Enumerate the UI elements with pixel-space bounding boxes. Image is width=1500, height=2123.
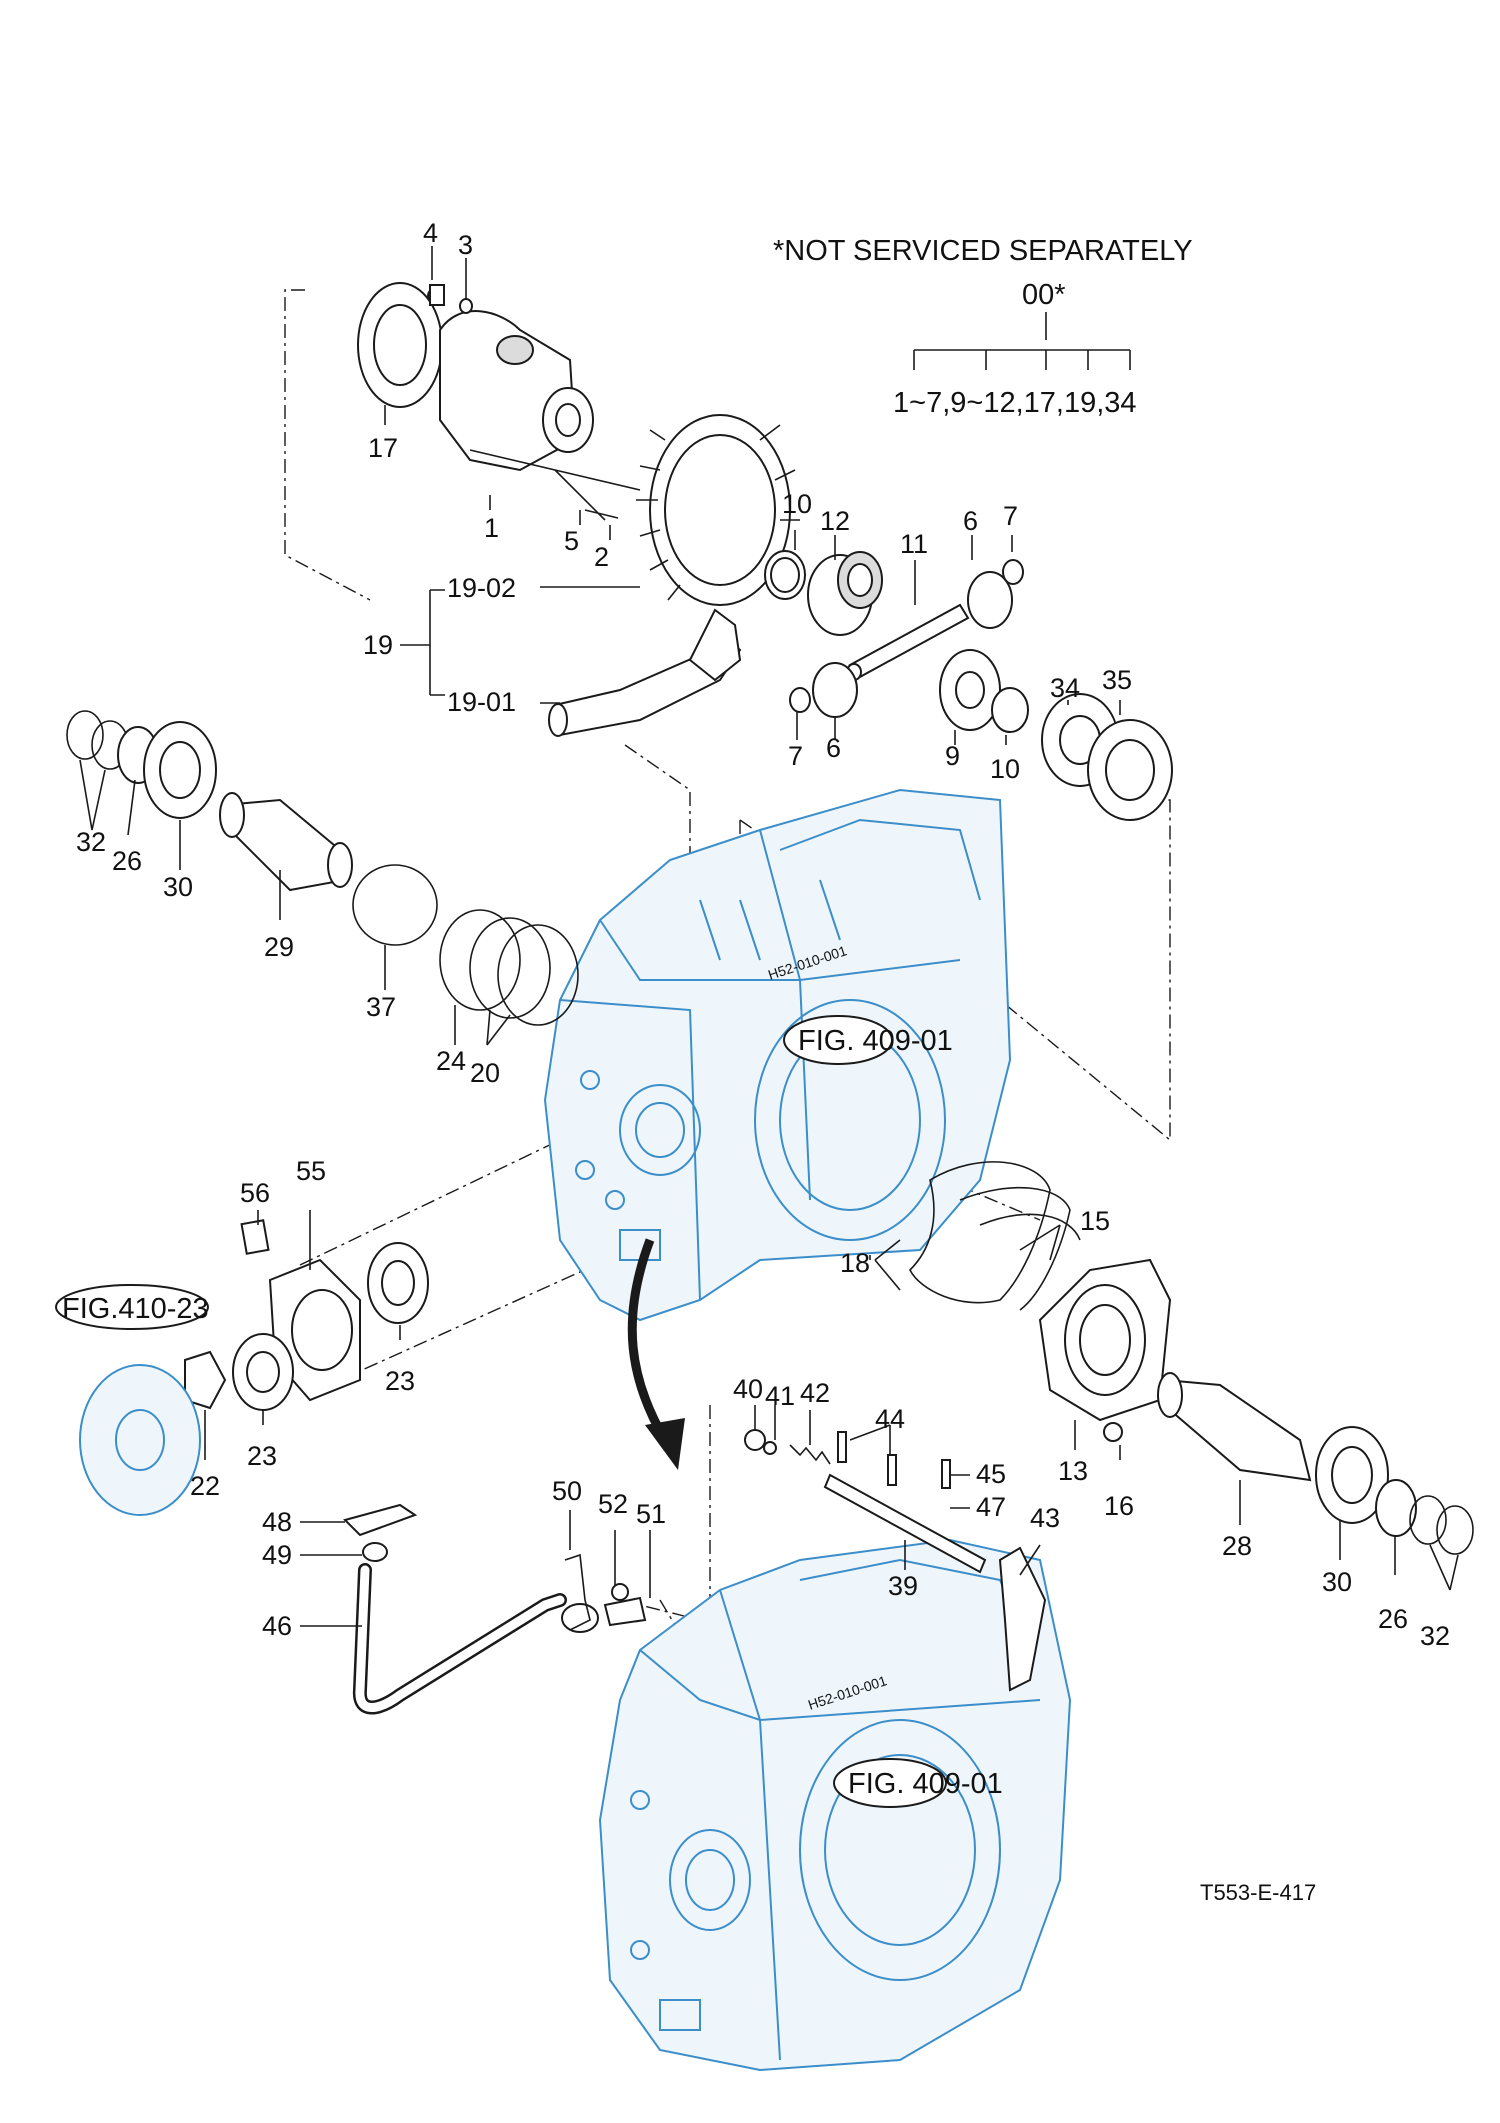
callout-28: 28 (1222, 1531, 1252, 1561)
callout-32-left: 32 (76, 827, 106, 857)
external-gear: FIG.410-23 (55, 1284, 209, 1516)
callout-30-left: 30 (163, 872, 193, 902)
callout-45: 45 (976, 1459, 1006, 1489)
fig-ref-oval-gear (55, 1284, 209, 1330)
callout-23-right: 23 (385, 1366, 415, 1396)
leader-lines (79, 246, 1459, 1627)
fig-ref-gear: FIG.410-23 (62, 1293, 209, 1325)
callout-50: 50 (552, 1476, 582, 1506)
callout-9: 9 (945, 741, 960, 771)
callout-40: 40 (733, 1374, 763, 1404)
differential-case (357, 282, 641, 521)
gaskets-and-shims (909, 1161, 1081, 1311)
callout-22: 22 (190, 1471, 220, 1501)
callout-56: 56 (240, 1178, 270, 1208)
callout-4: 4 (423, 218, 438, 248)
drawing-code: T553-E-417 (1200, 1880, 1316, 1905)
callout-30-right: 30 (1322, 1567, 1352, 1597)
callout-13: 13 (1058, 1456, 1088, 1486)
callout-12: 12 (820, 506, 850, 536)
callout-32-right: 32 (1420, 1621, 1450, 1651)
seal-rings (352, 864, 579, 1026)
callout-6-lower: 6 (826, 733, 841, 763)
callout-7-upper: 7 (1003, 501, 1018, 531)
callout-17: 17 (368, 433, 398, 463)
shaft-bearing-left (66, 710, 217, 819)
callout-2: 2 (594, 542, 609, 572)
callout-39: 39 (888, 1571, 918, 1601)
callout-11: 11 (900, 529, 928, 559)
callout-29: 29 (264, 932, 294, 962)
callout-46: 46 (262, 1611, 292, 1641)
callout-19: 19 (363, 630, 393, 660)
callout-37: 37 (366, 992, 396, 1022)
shift-linkage (343, 1503, 647, 1715)
assembly-number: 00* (1022, 279, 1066, 311)
fig-ref-case-upper: FIG. 409-01 (798, 1025, 953, 1057)
assembly-bracket (913, 312, 1131, 370)
downward-arrow (627, 1238, 685, 1470)
callout-1: 1 (484, 513, 499, 543)
callout-16: 16 (1104, 1491, 1134, 1521)
callout-42: 42 (800, 1378, 830, 1408)
callout-26-left: 26 (112, 846, 142, 876)
callout-3: 3 (458, 230, 473, 260)
fig-ref-case-lower: FIG. 409-01 (848, 1768, 1003, 1800)
bearing-assembly-right (1041, 693, 1173, 821)
callout-18: 18 (840, 1248, 870, 1278)
callout-34: 34 (1050, 673, 1080, 703)
fig-ref-oval (783, 1015, 893, 1065)
side-gear-set-lower (939, 649, 1029, 733)
callout-51: 51 (636, 1499, 666, 1529)
callout-24: 24 (436, 1046, 466, 1076)
callout-10-lower: 10 (990, 754, 1020, 784)
axle-cover (1038, 1258, 1172, 1442)
side-gear-set-upper (764, 550, 883, 636)
callout-47: 47 (976, 1492, 1006, 1522)
callout-19-01: 19-01 (447, 687, 516, 717)
callouts: 4 3 17 1 5 2 19-02 19 19-01 10 12 11 6 7… (76, 218, 1450, 1651)
spline-shaft-upper (219, 792, 353, 892)
ring-gear (636, 414, 800, 606)
callout-49: 49 (262, 1540, 292, 1570)
callout-23-left: 23 (247, 1441, 277, 1471)
service-note: *NOT SERVICED SEPARATELY 00* 1~7,9~12,17… (773, 235, 1193, 419)
callout-48: 48 (262, 1507, 292, 1537)
callout-15: 15 (1080, 1206, 1110, 1236)
callout-20: 20 (470, 1058, 500, 1088)
callout-55: 55 (296, 1156, 326, 1186)
callout-10-upper: 10 (782, 489, 812, 519)
callout-35: 35 (1102, 665, 1132, 695)
transmission-case-lower: H52-010-001 FIG. 409-01 (598, 1538, 1072, 2072)
callout-41: 41 (765, 1381, 795, 1411)
callout-5: 5 (564, 526, 579, 556)
transmission-case-upper: H52-010-001 FIG. 409-01 (543, 788, 1012, 1322)
pinion-shaft (548, 608, 742, 737)
callout-6-upper: 6 (963, 506, 978, 536)
pinion-gears (789, 559, 1024, 718)
callout-44: 44 (875, 1404, 905, 1434)
spline-shaft-lower (1157, 1372, 1474, 1555)
callout-7-lower: 7 (788, 741, 803, 771)
not-serviced-note: *NOT SERVICED SEPARATELY (773, 235, 1193, 267)
callout-43: 43 (1030, 1503, 1060, 1533)
callout-19-02: 19-02 (447, 573, 516, 603)
callout-26-right: 26 (1378, 1604, 1408, 1634)
assembly-contents: 1~7,9~12,17,19,34 (893, 387, 1137, 419)
callout-52: 52 (598, 1489, 628, 1519)
fig-ref-oval-lower (833, 1758, 947, 1808)
shift-rod-assembly (744, 1429, 1047, 1692)
